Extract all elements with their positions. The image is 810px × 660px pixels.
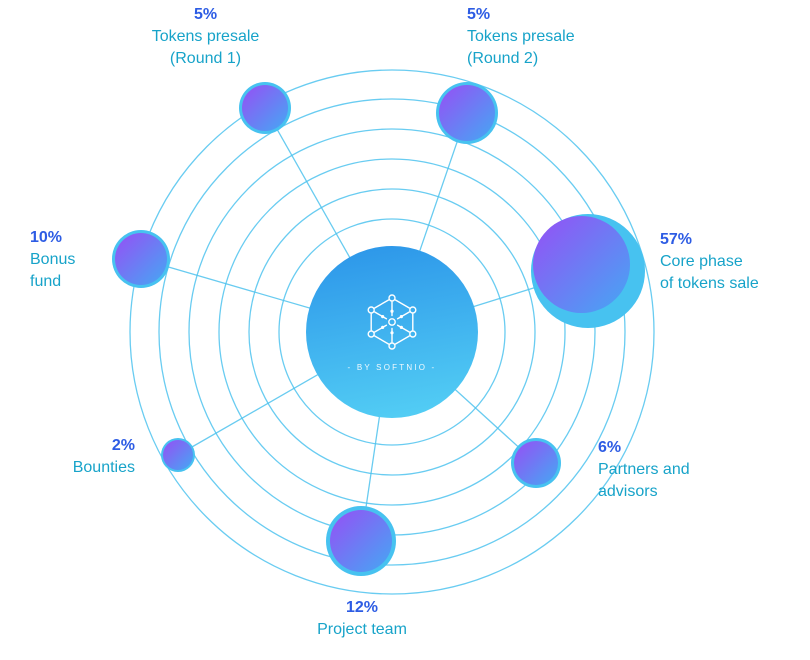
node-bounties: [161, 438, 195, 472]
segment-label-line: Project team: [317, 621, 407, 638]
node-tokens-presale-round-1: [239, 82, 291, 134]
segment-label-partners-advisors: 6% Partners and advisors: [598, 437, 738, 503]
orbit-ring: [158, 98, 626, 566]
segment-label-project-team: 12% Project team: [277, 597, 447, 641]
segment-percent: 2%: [111, 437, 135, 454]
segment-label-line: Core phase: [660, 253, 743, 270]
segment-label-line: of tokens sale: [660, 275, 759, 292]
segment-percent: 5%: [467, 6, 491, 23]
node-gradient-circle: [514, 441, 558, 485]
segment-percent: 10%: [30, 229, 63, 246]
segment-label-line: Partners and: [598, 461, 690, 478]
segment-label-core-phase: 57% Core phase of tokens sale: [660, 229, 805, 295]
hexagon-network-icon: [367, 293, 417, 350]
segment-label-line: (Round 2): [467, 50, 539, 67]
node-bonus-fund: [112, 230, 170, 288]
segment-label-bounties: 2% Bounties: [25, 435, 135, 479]
node-gradient-circle: [163, 440, 193, 470]
segment-label-tokens-presale-round-2: 5% Tokens presale (Round 2): [467, 4, 637, 70]
orbit-ring: [248, 188, 536, 476]
orbit-ring: [129, 69, 655, 595]
segment-label-line: Tokens presale: [467, 28, 575, 45]
segment-label-bonus-fund: 10% Bonus fund: [30, 227, 140, 293]
segment-label-line: (Round 1): [169, 50, 242, 67]
segment-label-line: fund: [30, 273, 62, 290]
node-gradient-circle: [330, 510, 392, 572]
segment-label-line: Tokens presale: [151, 28, 260, 45]
segment-label-line: Bonus: [30, 251, 76, 268]
hub-brand-text: - BY SOFTNIO -: [347, 362, 437, 372]
node-core-phase: [531, 214, 645, 328]
segment-label-line: advisors: [598, 483, 658, 500]
node-partners-advisors: [511, 438, 561, 488]
orbit-ring: [278, 218, 506, 446]
segment-percent: 5%: [193, 6, 218, 23]
node-gradient-circle: [439, 85, 495, 141]
node-gradient-circle: [242, 85, 288, 131]
central-hub: - BY SOFTNIO -: [306, 246, 478, 418]
node-project-team: [326, 506, 396, 576]
node-gradient-circle: [115, 233, 167, 285]
segment-percent: 57%: [660, 231, 693, 248]
node-gradient-circle: [533, 216, 630, 313]
segment-label-tokens-presale-round-1: 5% Tokens presale (Round 1): [118, 4, 293, 70]
orbit-ring: [218, 158, 566, 506]
segment-percent: 12%: [345, 599, 379, 616]
segment-percent: 6%: [598, 439, 622, 456]
node-tokens-presale-round-2: [436, 82, 498, 144]
segment-label-line: Bounties: [72, 459, 135, 476]
